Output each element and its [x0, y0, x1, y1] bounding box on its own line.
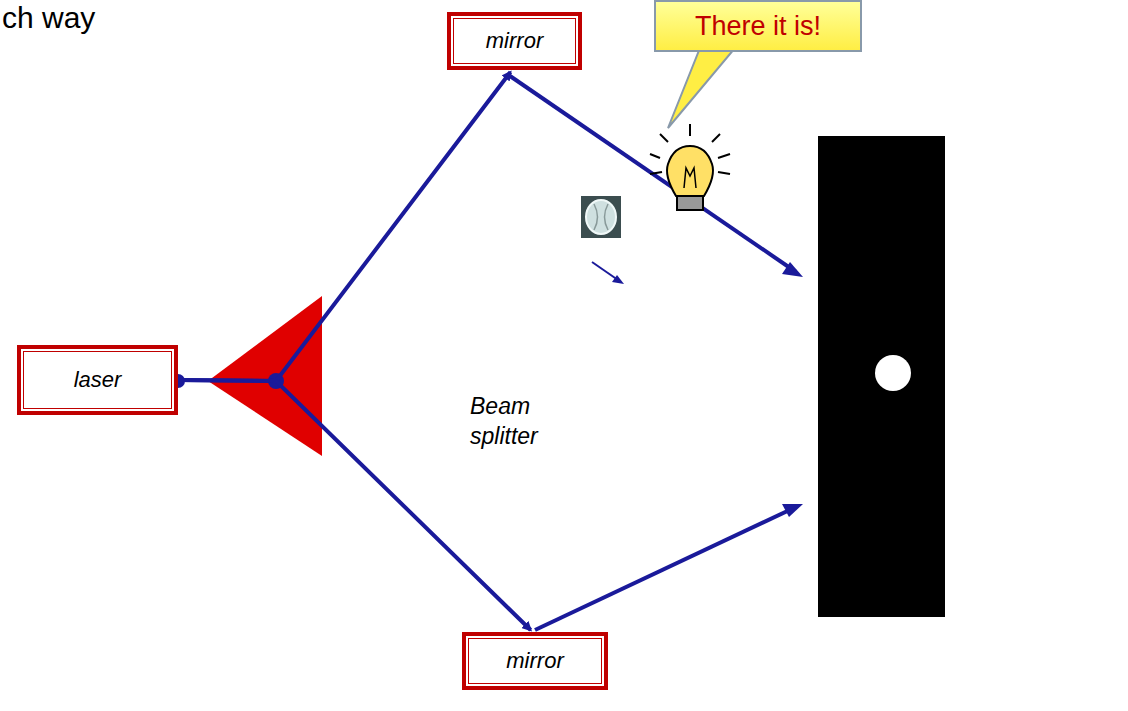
lens [586, 200, 616, 234]
heading-fragment: ch way [2, 0, 202, 37]
node-text: mirror [506, 648, 563, 674]
lens [594, 204, 608, 230]
mirror-box: mirror [462, 632, 608, 690]
node-text: There it is! [695, 11, 821, 42]
beam-splitter [208, 296, 322, 456]
light-spot [875, 355, 911, 391]
lens [581, 196, 621, 238]
screen [818, 136, 945, 617]
laser-beam [178, 72, 510, 381]
laser-box: laser [17, 345, 178, 415]
beam [535, 507, 796, 630]
arrowhead [612, 275, 624, 284]
callout-tail [668, 48, 735, 128]
node-text: laser [74, 367, 122, 393]
beam [510, 76, 796, 272]
small-arrow [592, 262, 618, 280]
speech-callout: There it is! [654, 0, 862, 52]
arrowhead [782, 262, 803, 277]
mirror-box: mirror [447, 12, 582, 70]
node-text: mirror [486, 28, 543, 54]
component-label: Beam splitter [470, 392, 580, 452]
lightbulb [650, 124, 730, 210]
arrowhead [782, 504, 803, 517]
